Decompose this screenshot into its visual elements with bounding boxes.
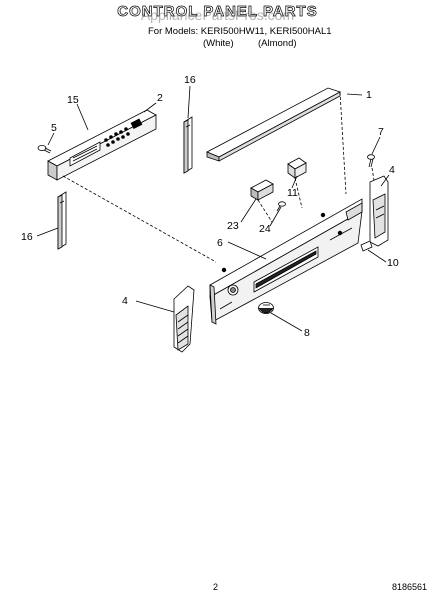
callout-2: 2 — [157, 92, 163, 104]
part-7-screw — [367, 154, 375, 168]
callout-16-lower: 16 — [21, 231, 33, 243]
callout-1: 1 — [366, 89, 372, 101]
assembly-lines — [62, 91, 375, 263]
part-6-control-panel — [209, 198, 363, 325]
leader-1 — [346, 93, 363, 96]
leader-16-lower — [36, 227, 59, 237]
leader-7 — [371, 136, 381, 155]
part-16-bracket-upper — [183, 116, 193, 174]
leader-2 — [143, 102, 157, 113]
model-numbers: For Models: KERI500HW11, KERI500HAL1 — [148, 26, 332, 37]
assembly-line-switch — [294, 177, 303, 209]
variant-white-label: (White) — [203, 38, 234, 49]
assembly-line-screw — [371, 167, 375, 181]
leader-8 — [270, 312, 303, 332]
leader-lines — [36, 85, 390, 332]
part-4-end-cap-left — [173, 285, 195, 353]
callout-6: 6 — [217, 237, 223, 249]
callout-4-left: 4 — [122, 295, 128, 307]
part-2-control-board — [47, 109, 157, 181]
callout-5: 5 — [51, 122, 57, 134]
watermark: AppliancePartsPros.com — [140, 7, 295, 23]
assembly-line-board — [62, 175, 217, 263]
part-1-top-trim — [206, 87, 342, 162]
callout-11: 11 — [287, 187, 298, 199]
document-number: 8186561 — [392, 582, 428, 592]
callout-10: 10 — [387, 257, 399, 269]
leader-4-left — [135, 300, 175, 313]
leader-11 — [291, 175, 298, 189]
callout-7: 7 — [378, 126, 384, 138]
leader-5 — [47, 132, 55, 146]
part-4-end-cap-right — [369, 175, 389, 247]
part-24-screw — [276, 201, 286, 212]
part-5-screw — [37, 144, 52, 154]
callout-16-upper: 16 — [184, 74, 196, 86]
callout-4-right: 4 — [389, 164, 395, 176]
page-number: 2 — [213, 582, 219, 592]
part-11-switch — [287, 157, 307, 179]
variant-almond-label: (Almond) — [258, 38, 297, 49]
callout-8: 8 — [304, 327, 310, 339]
leader-4-right — [380, 174, 390, 187]
assembly-line-terminal — [257, 199, 273, 223]
leader-23 — [240, 198, 257, 223]
leader-24 — [269, 206, 282, 227]
callout-24: 24 — [259, 223, 271, 235]
leader-6 — [227, 241, 267, 260]
part-23-terminal-block — [250, 179, 274, 201]
part-16-bracket-lower — [57, 191, 67, 250]
leader-15 — [76, 103, 89, 131]
callout-15: 15 — [67, 94, 79, 106]
callout-23: 23 — [227, 220, 239, 232]
part-8-knob — [258, 302, 274, 314]
part-10-clip — [360, 240, 373, 252]
leader-16-upper — [187, 85, 191, 119]
diagram-title: CONTROL PANEL PARTS — [117, 3, 318, 21]
leader-10 — [367, 249, 387, 263]
assembly-line-trim — [339, 91, 347, 195]
